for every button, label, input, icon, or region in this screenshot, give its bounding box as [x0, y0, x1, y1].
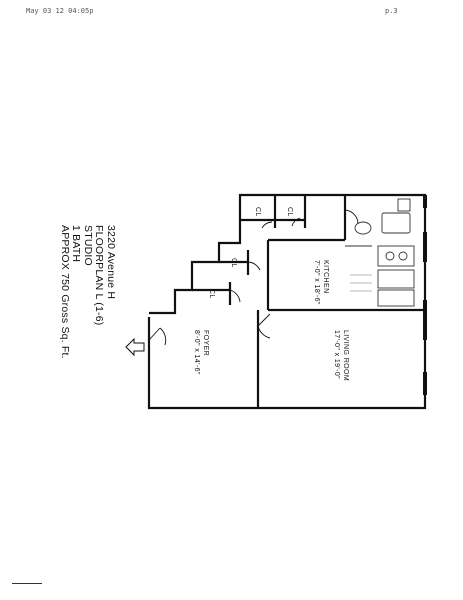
- kitchen-dims: 7'-0" x 18'-6": [313, 260, 320, 305]
- foyer-dims: 8'-0" x 14'-6": [193, 330, 200, 375]
- living-room-dims: 17'-0" x 19'-0": [333, 330, 340, 380]
- fax-header-timestamp: May 03 12 04:05p: [26, 7, 94, 15]
- closet-label-1: CL: [254, 207, 261, 217]
- fax-header-page: p.3: [385, 7, 398, 15]
- foyer-label: FOYER 8'-0" x 14'-6": [192, 330, 210, 375]
- foyer-name: FOYER: [202, 330, 209, 357]
- closet-label-3: CL: [230, 258, 237, 268]
- kitchen-label: KITCHEN 7'-0" x 18'-6": [312, 260, 330, 305]
- living-room-label: LIVING ROOM 17'-0" x 19'-0": [332, 330, 350, 381]
- footer-mark: [12, 583, 42, 584]
- living-room-name: LIVING ROOM: [342, 330, 349, 382]
- entry-arrow-icon: [125, 337, 145, 357]
- kitchen-name: KITCHEN: [322, 260, 329, 294]
- closet-label-2: CL: [286, 207, 293, 217]
- closet-label-4: CL: [208, 289, 215, 299]
